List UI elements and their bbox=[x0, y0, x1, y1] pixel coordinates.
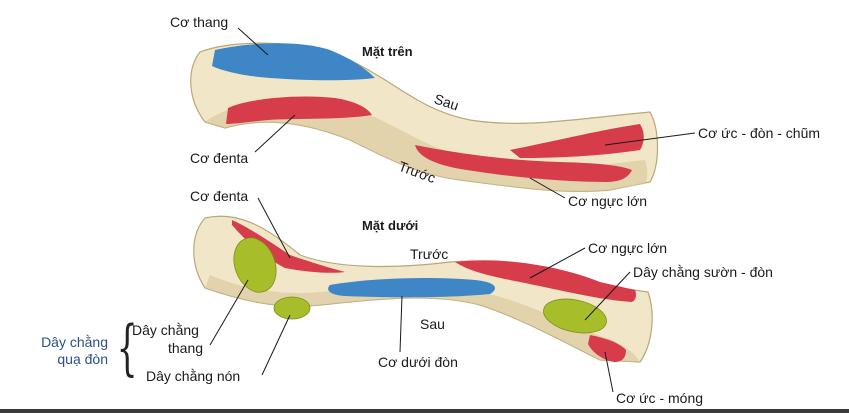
leader-deltoid-top bbox=[254, 114, 296, 153]
leader-sternohyoid bbox=[604, 351, 614, 393]
deltoid-top-region bbox=[226, 96, 372, 124]
bottom-view-front-label: Trước bbox=[410, 246, 449, 262]
label-pectoralis-bottom: Cơ ngực lớn bbox=[588, 240, 668, 256]
pectoralis-bottom-region bbox=[455, 260, 636, 302]
label-pectoralis-top: Cơ ngực lớn bbox=[568, 193, 648, 209]
leader-costoclavicular bbox=[584, 271, 631, 321]
sternohyoid-region bbox=[588, 335, 626, 362]
costoclavicular-ligament-region bbox=[543, 298, 607, 334]
label-scm-top: Cơ ức - đòn - chũm bbox=[698, 125, 821, 141]
subclavius-region bbox=[328, 277, 495, 298]
group-label-line2: quạ đòn bbox=[57, 351, 108, 367]
trapezius-top-region bbox=[212, 43, 375, 81]
scm-top-region bbox=[510, 124, 644, 158]
conoid-ligament-region bbox=[273, 296, 311, 320]
label-trapezius-top: Cơ thang bbox=[170, 14, 229, 30]
leader-pectoralis-bottom bbox=[529, 247, 586, 279]
leader-trapezoid bbox=[209, 279, 249, 346]
label-costoclavicular: Dây chằng sườn - đòn bbox=[633, 264, 773, 280]
clavicle-bottom-shading bbox=[205, 275, 640, 362]
label-trapezoid-line1: Dây chằng bbox=[132, 322, 199, 338]
group-label-line1: Dây chằng bbox=[41, 334, 108, 350]
leader-pectoralis-top bbox=[529, 177, 566, 199]
leader-scm-top bbox=[604, 132, 696, 146]
label-deltoid-bottom: Cơ đenta bbox=[190, 188, 249, 204]
label-subclavius: Cơ dưới đòn bbox=[378, 354, 458, 370]
leader-deltoid-bottom bbox=[257, 197, 291, 259]
leader-lines bbox=[209, 27, 696, 393]
pectoralis-top-region bbox=[415, 145, 632, 182]
leader-conoid bbox=[261, 314, 291, 376]
label-sternohyoid: Cơ ức - móng bbox=[616, 390, 704, 406]
label-conoid: Dây chằng nón bbox=[146, 368, 241, 384]
group-brace: { bbox=[116, 313, 138, 383]
leader-trapezius-top bbox=[237, 27, 269, 56]
label-deltoid-top: Cơ đenta bbox=[190, 150, 249, 166]
trapezoid-ligament-region bbox=[233, 237, 277, 293]
leader-subclavius bbox=[399, 295, 403, 353]
top-view-title: Mặt trên bbox=[362, 44, 413, 59]
clavicle-top-view bbox=[190, 42, 659, 192]
label-trapezoid-line2: thang bbox=[168, 340, 204, 356]
clavicle-bottom-view bbox=[193, 215, 653, 363]
label-coracoclavicular-group: Dây chằng quạ đòn bbox=[28, 334, 108, 368]
bottom-view-title: Mặt dưới bbox=[362, 218, 419, 233]
bottom-view-back-label: Sau bbox=[420, 316, 445, 332]
bottom-divider bbox=[0, 409, 849, 413]
